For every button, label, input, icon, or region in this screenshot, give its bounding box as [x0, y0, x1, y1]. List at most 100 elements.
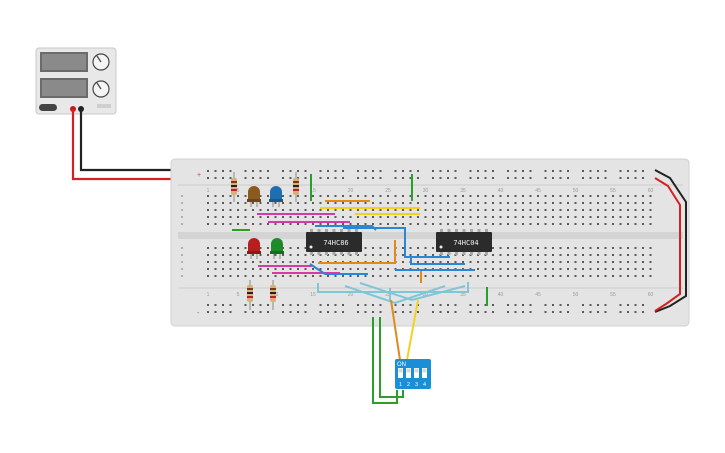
breadboard-hole[interactable]	[627, 261, 629, 263]
breadboard-hole[interactable]	[432, 254, 434, 256]
breadboard-hole[interactable]	[552, 177, 554, 179]
breadboard-hole[interactable]	[432, 202, 434, 204]
breadboard-hole[interactable]	[387, 275, 389, 277]
breadboard-hole[interactable]	[642, 261, 644, 263]
breadboard-hole[interactable]	[304, 254, 307, 256]
breadboard-hole[interactable]	[484, 311, 487, 313]
breadboard-hole[interactable]	[447, 261, 449, 263]
breadboard-hole[interactable]	[447, 275, 449, 277]
breadboard-hole[interactable]	[297, 202, 299, 204]
breadboard-hole[interactable]	[289, 170, 292, 172]
breadboard-hole[interactable]	[514, 216, 517, 218]
breadboard-hole[interactable]	[507, 223, 509, 225]
breadboard-hole[interactable]	[222, 195, 224, 197]
breadboard-hole[interactable]	[417, 216, 419, 218]
breadboard-hole[interactable]	[357, 304, 359, 306]
breadboard-hole[interactable]	[207, 311, 209, 313]
breadboard-hole[interactable]	[529, 311, 532, 313]
breadboard-hole[interactable]	[462, 261, 464, 263]
breadboard-hole[interactable]	[582, 275, 584, 277]
breadboard-hole[interactable]	[619, 275, 622, 277]
breadboard-hole[interactable]	[559, 209, 562, 211]
dip-toggle-slot[interactable]	[414, 368, 419, 378]
breadboard-hole[interactable]	[439, 209, 442, 211]
breadboard-hole[interactable]	[364, 268, 367, 270]
breadboard-hole[interactable]	[349, 223, 352, 225]
breadboard-hole[interactable]	[484, 261, 487, 263]
breadboard-hole[interactable]	[469, 304, 472, 306]
breadboard-hole[interactable]	[244, 202, 247, 204]
breadboard-hole[interactable]	[552, 195, 554, 197]
breadboard-hole[interactable]	[552, 275, 554, 277]
breadboard-hole[interactable]	[649, 268, 652, 270]
breadboard-hole[interactable]	[552, 268, 554, 270]
breadboard-hole[interactable]	[507, 170, 509, 172]
breadboard-hole[interactable]	[289, 304, 292, 306]
breadboard-hole[interactable]	[342, 170, 344, 172]
breadboard-hole[interactable]	[237, 223, 239, 225]
breadboard-hole[interactable]	[267, 304, 269, 306]
breadboard-hole[interactable]	[214, 209, 217, 211]
breadboard-hole[interactable]	[409, 223, 412, 225]
breadboard-hole[interactable]	[477, 268, 479, 270]
breadboard-hole[interactable]	[492, 170, 494, 172]
breadboard-hole[interactable]	[244, 170, 247, 172]
breadboard-hole[interactable]	[642, 170, 644, 172]
breadboard-hole[interactable]	[357, 275, 359, 277]
breadboard-hole[interactable]	[372, 311, 374, 313]
breadboard-hole[interactable]	[612, 247, 614, 249]
breadboard-hole[interactable]	[612, 275, 614, 277]
breadboard-hole[interactable]	[537, 202, 539, 204]
breadboard-hole[interactable]	[409, 195, 412, 197]
breadboard-hole[interactable]	[634, 247, 637, 249]
breadboard-hole[interactable]	[574, 275, 577, 277]
breadboard-hole[interactable]	[589, 268, 592, 270]
breadboard-hole[interactable]	[522, 304, 524, 306]
dip-toggle-slot[interactable]	[398, 368, 403, 378]
breadboard-hole[interactable]	[604, 254, 607, 256]
breadboard-hole[interactable]	[642, 177, 644, 179]
breadboard-hole[interactable]	[469, 170, 472, 172]
breadboard-hole[interactable]	[267, 216, 269, 218]
breadboard-hole[interactable]	[267, 202, 269, 204]
breadboard-hole[interactable]	[439, 177, 442, 179]
breadboard-hole[interactable]	[469, 202, 472, 204]
resistor[interactable]	[270, 280, 276, 310]
jumper-wires[interactable]	[232, 174, 488, 306]
breadboard-hole[interactable]	[417, 209, 419, 211]
breadboard-hole[interactable]	[342, 304, 344, 306]
breadboard-hole[interactable]	[304, 268, 307, 270]
breadboard-hole[interactable]	[214, 177, 217, 179]
breadboard-hole[interactable]	[409, 170, 412, 172]
breadboard-hole[interactable]	[484, 209, 487, 211]
breadboard-hole[interactable]	[229, 261, 232, 263]
breadboard-hole[interactable]	[552, 202, 554, 204]
breadboard-hole[interactable]	[319, 195, 322, 197]
breadboard-hole[interactable]	[634, 261, 637, 263]
breadboard-hole[interactable]	[289, 209, 292, 211]
breadboard-hole[interactable]	[274, 254, 277, 256]
breadboard-hole[interactable]	[484, 268, 487, 270]
breadboard-hole[interactable]	[252, 254, 254, 256]
breadboard-hole[interactable]	[454, 209, 457, 211]
dip-toggle-knob[interactable]	[398, 368, 403, 373]
breadboard-hole[interactable]	[574, 209, 577, 211]
breadboard-hole[interactable]	[304, 304, 307, 306]
breadboard-hole[interactable]	[627, 254, 629, 256]
breadboard-hole[interactable]	[214, 261, 217, 263]
breadboard-hole[interactable]	[559, 254, 562, 256]
breadboard-hole[interactable]	[604, 304, 607, 306]
breadboard-hole[interactable]	[559, 268, 562, 270]
breadboard-hole[interactable]	[304, 202, 307, 204]
breadboard-hole[interactable]	[402, 261, 404, 263]
chip-74hc04[interactable]: 74HC04	[436, 229, 492, 255]
breadboard-hole[interactable]	[477, 209, 479, 211]
breadboard-hole[interactable]	[214, 223, 217, 225]
breadboard-hole[interactable]	[612, 209, 614, 211]
breadboard-hole[interactable]	[612, 261, 614, 263]
breadboard-hole[interactable]	[619, 254, 622, 256]
breadboard-hole[interactable]	[312, 268, 314, 270]
breadboard-hole[interactable]	[229, 311, 232, 313]
breadboard-hole[interactable]	[642, 254, 644, 256]
breadboard-hole[interactable]	[319, 311, 322, 313]
